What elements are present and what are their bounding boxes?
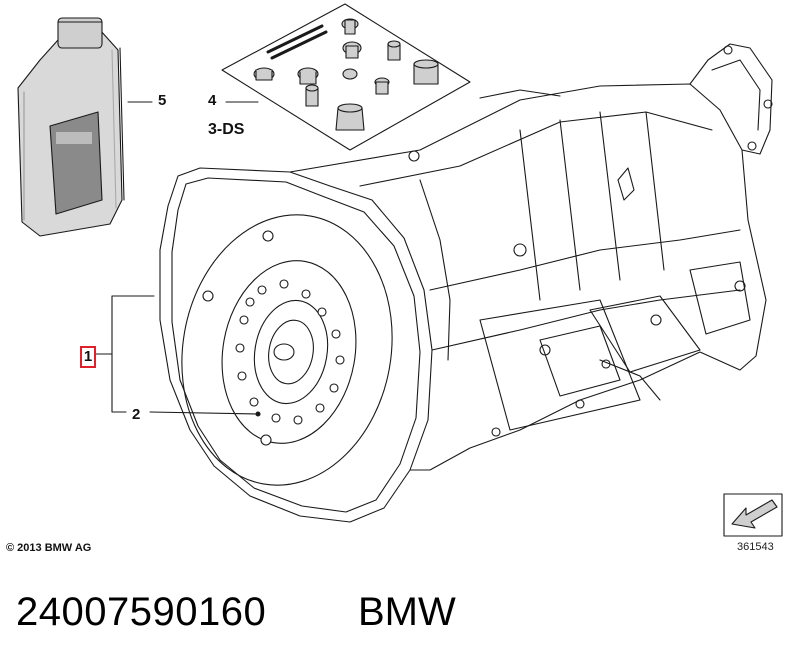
- next-diagram-arrow-icon[interactable]: [723, 494, 783, 536]
- screw-kit-panel: [221, 3, 471, 151]
- copyright-notice: © 2013 BMW AG: [6, 542, 92, 554]
- leader-line-2: [149, 411, 257, 415]
- callout-1-highlighted[interactable]: 1: [80, 346, 96, 368]
- diagram-nav-box: [723, 493, 783, 537]
- callout-5[interactable]: 5: [158, 92, 167, 109]
- callout-2[interactable]: 2: [132, 406, 141, 423]
- transmission-exploded-diagram: [17, 3, 783, 537]
- oil-bottle: [17, 17, 125, 237]
- callout-4[interactable]: 4: [208, 92, 217, 109]
- transmission-housing: [159, 43, 773, 523]
- brand-name: BMW: [358, 590, 456, 634]
- leader-line-1: [111, 295, 155, 413]
- part-number: 24007590160: [16, 590, 267, 634]
- diagram-number: 361543: [737, 541, 774, 553]
- callout-4-subtitle: 3-DS: [208, 121, 245, 138]
